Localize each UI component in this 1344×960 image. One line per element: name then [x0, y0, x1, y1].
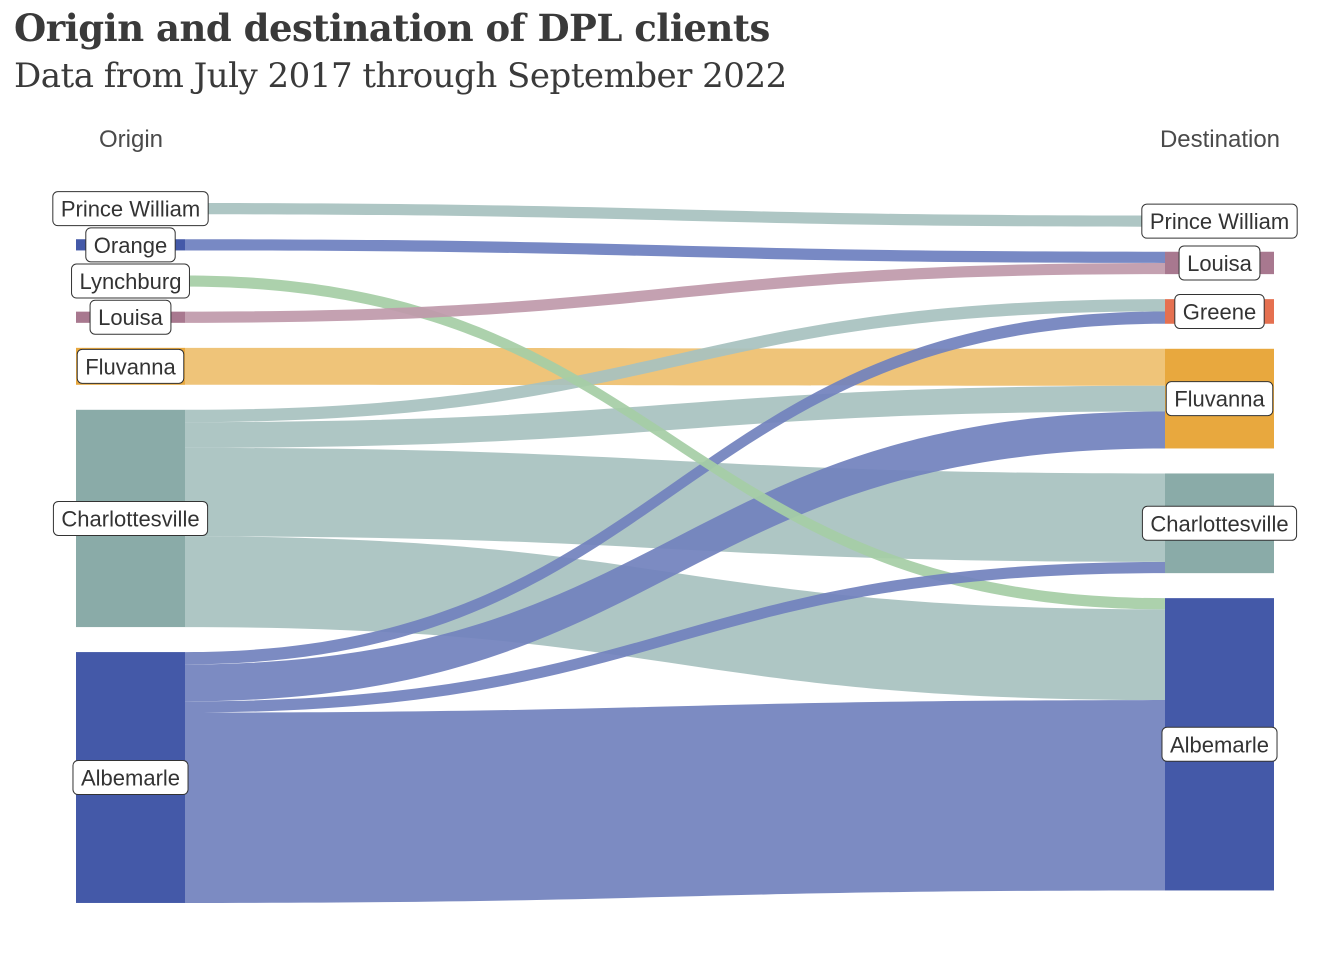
label-text: Greene [1183, 299, 1256, 324]
destination-label-albemarle: Albemarle [1161, 726, 1278, 762]
origin-label-prince-william: Prince William [52, 191, 209, 227]
flow-albemarle-to-greene [185, 311, 1165, 665]
label-text: Prince William [61, 197, 200, 222]
label-text: Louisa [1187, 251, 1253, 276]
flow-albemarle-to-fluvanna [185, 411, 1165, 702]
label-text: Lynchburg [80, 269, 182, 294]
destination-header: Destination [1160, 126, 1280, 153]
origin-header: Origin [99, 126, 163, 153]
label-box [52, 191, 209, 227]
destination-label-charlottesville: Charlottesville [1141, 505, 1298, 541]
label-text: Charlottesville [61, 506, 199, 531]
flow-charlottesville-to-greene [185, 299, 1165, 423]
labels-layer: Prince WilliamOrangeLynchburgLouisaFluva… [52, 191, 1298, 796]
flow-charlottesville-to-charlottesville [185, 447, 1165, 562]
label-text: Louisa [98, 305, 164, 330]
origin-label-fluvanna: Fluvanna [76, 348, 185, 384]
destination-label-prince-william: Prince William [1141, 203, 1298, 239]
flow-albemarle-to-charlottesville [185, 561, 1165, 713]
label-box [72, 760, 189, 796]
flow-lynchburg-to-albemarle [185, 275, 1165, 610]
label-box [85, 227, 176, 263]
label-text: Orange [94, 233, 167, 258]
label-text: Fluvanna [1174, 387, 1265, 412]
destination-label-fluvanna: Fluvanna [1165, 381, 1274, 417]
label-box [1178, 245, 1261, 281]
flow-charlottesville-to-albemarle [185, 536, 1165, 701]
flow-prince-william-to-prince-william [185, 203, 1165, 227]
chart-subtitle: Data from July 2017 through September 20… [14, 56, 787, 96]
label-box [1141, 505, 1298, 541]
label-text: Fluvanna [85, 354, 176, 379]
flow-albemarle-to-albemarle [185, 700, 1165, 903]
origin-label-lynchburg: Lynchburg [71, 263, 190, 299]
label-box [1141, 203, 1298, 239]
flows-layer [185, 203, 1165, 903]
label-text: Albemarle [81, 766, 180, 791]
label-box [71, 263, 190, 299]
origin-label-orange: Orange [85, 227, 176, 263]
label-box [89, 299, 172, 335]
flow-louisa-to-louisa [185, 262, 1165, 323]
flow-orange-to-louisa [185, 239, 1165, 263]
destination-label-louisa: Louisa [1178, 245, 1261, 281]
label-box [1161, 726, 1278, 762]
label-box [1174, 293, 1265, 329]
label-text: Charlottesville [1150, 511, 1288, 536]
origin-label-louisa: Louisa [89, 299, 172, 335]
label-text: Albemarle [1170, 732, 1269, 757]
origin-label-albemarle: Albemarle [72, 760, 189, 796]
label-text: Prince William [1150, 209, 1289, 234]
label-box [76, 348, 185, 384]
chart-title: Origin and destination of DPL clients [14, 6, 770, 50]
label-box [1165, 381, 1274, 417]
label-box [52, 500, 209, 536]
destination-label-greene: Greene [1174, 293, 1265, 329]
origin-label-charlottesville: Charlottesville [52, 500, 209, 536]
flow-charlottesville-to-fluvanna [185, 385, 1165, 448]
